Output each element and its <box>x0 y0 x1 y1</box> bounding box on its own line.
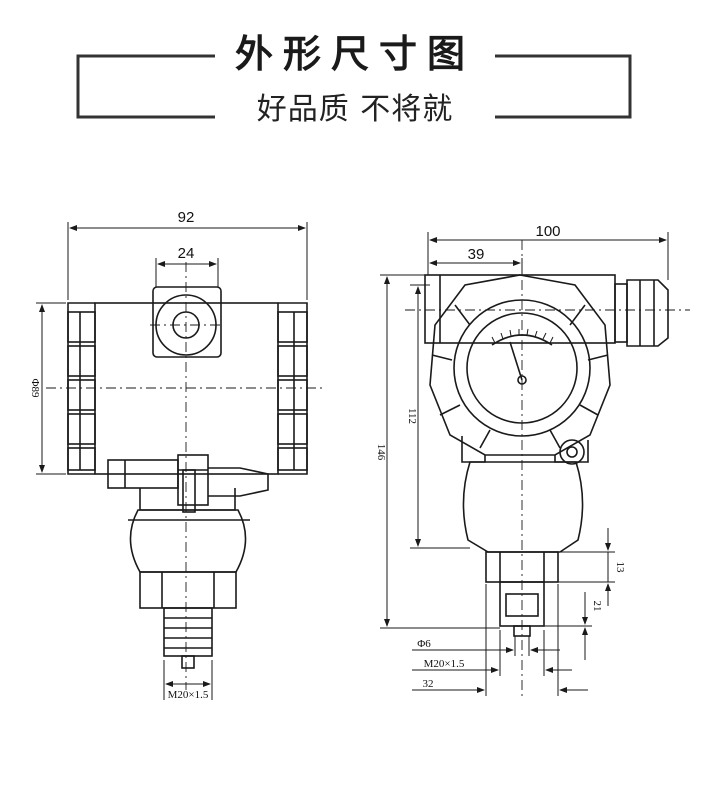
dim-width-100: 100 <box>535 223 560 240</box>
right-sensor-body <box>462 461 584 553</box>
dim-port-24: 24 <box>178 245 195 262</box>
dim-thread-right: M20×1.5 <box>424 658 465 670</box>
page-subtitle: 好品质 不将就 <box>256 92 454 127</box>
dim-thread-left: M20×1.5 <box>168 689 209 701</box>
dim-height-112: 112 <box>406 408 418 424</box>
housing-body <box>94 302 279 475</box>
dim-hex-13: 13 <box>614 562 626 574</box>
dim-offset-39: 39 <box>468 246 485 263</box>
cable-gland <box>626 279 669 347</box>
hex-nut <box>139 571 237 609</box>
cable-port <box>152 286 222 358</box>
dim-thread-21: 21 <box>591 601 603 612</box>
gauge-needle <box>509 341 523 381</box>
dim-hex-width-32: 32 <box>423 678 434 690</box>
right-view <box>405 240 690 700</box>
header-frame <box>76 54 632 119</box>
right-dimensions <box>380 232 669 696</box>
lock-screw <box>559 439 585 465</box>
left-view <box>46 262 325 690</box>
dim-hole-phi6: Φ6 <box>417 638 431 650</box>
right-top-cap <box>424 274 616 344</box>
left-dimensions <box>36 222 308 700</box>
dim-width-92: 92 <box>178 209 195 226</box>
dim-height-phi89: Φ89 <box>29 378 41 398</box>
octagon-housing <box>429 274 611 456</box>
clamp-screw <box>177 454 209 506</box>
page-title: 外形尺寸图 <box>234 32 475 76</box>
dim-height-146: 146 <box>375 444 387 461</box>
